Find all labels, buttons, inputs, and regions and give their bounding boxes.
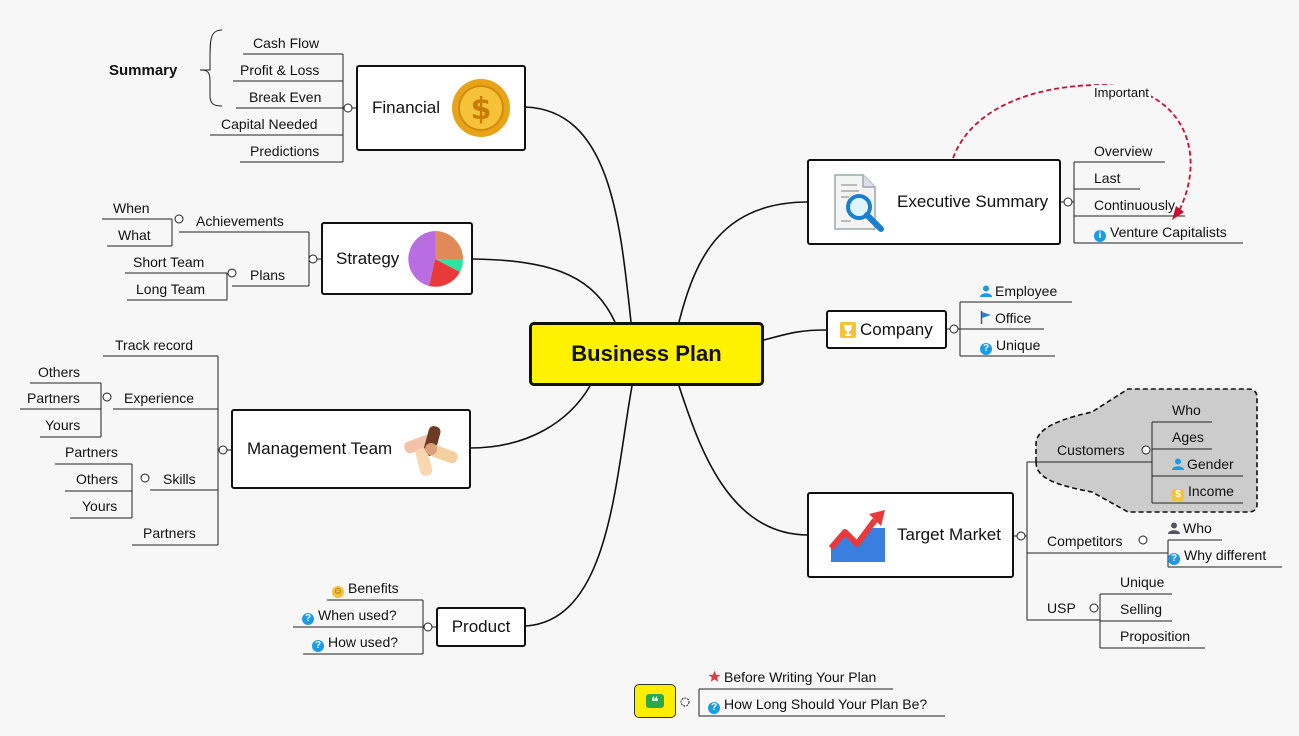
person-icon <box>1168 522 1180 534</box>
hands-together-icon <box>404 426 458 476</box>
question-icon: ? <box>708 702 720 714</box>
topic-strategy-label: Strategy <box>336 248 400 268</box>
management-track-record[interactable]: Track record <box>115 337 194 353</box>
svg-text:❝: ❝ <box>651 695 659 708</box>
strategy-short-team[interactable]: Short Team <box>133 254 205 270</box>
note-how-long[interactable]: ?How Long Should Your Plan Be? <box>708 696 927 714</box>
target-competitors[interactable]: Competitors <box>1047 533 1123 549</box>
topic-executive-summary[interactable]: Executive Summary <box>807 159 1061 245</box>
customers-gender[interactable]: Gender <box>1172 456 1234 472</box>
strategy-plans[interactable]: Plans <box>250 267 286 283</box>
usp-proposition[interactable]: Proposition <box>1120 628 1191 644</box>
smile-icon: ☺ <box>332 586 344 598</box>
customers-income[interactable]: $Income <box>1172 483 1234 501</box>
topic-target-label: Target Market <box>897 525 1001 544</box>
product-how-used[interactable]: ?How used? <box>312 634 398 652</box>
financial-item[interactable]: Profit & Loss <box>240 62 320 78</box>
usp-unique[interactable]: Unique <box>1120 574 1165 590</box>
topic-target-market[interactable]: Target Market <box>807 492 1014 578</box>
question-icon: ? <box>312 640 324 652</box>
note-before-writing[interactable]: Before Writing Your Plan <box>708 669 876 685</box>
company-employee[interactable]: Employee <box>980 283 1057 299</box>
target-customers[interactable]: Customers <box>1057 442 1125 458</box>
question-icon: ? <box>980 343 992 355</box>
document-search-icon <box>834 174 884 232</box>
skills-yours[interactable]: Yours <box>82 498 118 514</box>
root-topic[interactable]: Business Plan <box>529 322 764 386</box>
quote-icon: ❝ <box>646 694 664 708</box>
financial-item[interactable]: Capital Needed <box>221 116 318 132</box>
executive-continuously[interactable]: Continuously <box>1094 197 1175 213</box>
experience-yours[interactable]: Yours <box>45 417 81 433</box>
strategy-achievements[interactable]: Achievements <box>196 213 284 229</box>
skills-partners[interactable]: Partners <box>65 444 118 460</box>
topic-product-label: Product <box>451 617 511 636</box>
person-icon <box>980 285 992 297</box>
pie-chart-icon <box>408 230 464 287</box>
topic-company[interactable]: Company <box>826 310 947 349</box>
skills-others[interactable]: Others <box>76 471 119 487</box>
financial-item[interactable]: Predictions <box>250 143 320 159</box>
product-benefits[interactable]: ☺Benefits <box>332 580 399 598</box>
important-relationship-label[interactable]: Important <box>1092 85 1151 100</box>
experience-partners[interactable]: Partners <box>27 390 80 406</box>
summary-label: Summary <box>109 62 178 79</box>
management-experience[interactable]: Experience <box>124 390 195 406</box>
topic-financial-label: Financial <box>372 98 441 117</box>
question-icon: ? <box>1168 553 1180 565</box>
management-partners[interactable]: Partners <box>143 525 196 541</box>
svg-text:$: $ <box>471 92 492 127</box>
executive-overview[interactable]: Overview <box>1094 143 1153 159</box>
flag-icon <box>980 311 991 324</box>
customers-who[interactable]: Who <box>1172 402 1201 418</box>
experience-others[interactable]: Others <box>38 364 81 380</box>
financial-item[interactable]: Break Even <box>249 89 322 105</box>
usp-selling[interactable]: Selling <box>1120 601 1163 617</box>
info-icon: i <box>1094 230 1106 242</box>
competitors-who[interactable]: Who <box>1168 520 1212 536</box>
question-icon: ? <box>302 613 314 625</box>
product-when-used[interactable]: ?When used? <box>302 607 397 625</box>
competitors-why-different[interactable]: ?Why different <box>1168 547 1266 565</box>
company-office[interactable]: Office <box>980 310 1031 326</box>
executive-last[interactable]: Last <box>1094 170 1121 186</box>
customers-ages[interactable]: Ages <box>1172 429 1204 445</box>
company-unique[interactable]: ?Unique <box>980 337 1040 355</box>
trophy-icon <box>840 321 856 338</box>
topic-financial[interactable]: Financial $ <box>356 65 526 151</box>
person-icon <box>1172 458 1184 470</box>
star-icon <box>708 670 721 682</box>
topic-product[interactable]: Product <box>436 607 526 647</box>
target-usp[interactable]: USP <box>1047 600 1076 616</box>
notes-topic[interactable]: ❝ <box>634 684 676 718</box>
topic-management-label: Management Team <box>247 439 393 458</box>
topic-strategy[interactable]: Strategy <box>321 222 473 295</box>
financial-item[interactable]: Cash Flow <box>253 35 320 51</box>
topic-company-label: Company <box>860 319 933 339</box>
growth-chart-icon <box>829 510 885 562</box>
topic-executive-label: Executive Summary <box>897 192 1049 211</box>
strategy-what[interactable]: What <box>118 227 151 243</box>
topic-management-team[interactable]: Management Team <box>231 409 471 489</box>
dollar-coin-icon: $ <box>452 79 511 137</box>
management-skills[interactable]: Skills <box>163 471 196 487</box>
strategy-when[interactable]: When <box>113 200 150 216</box>
money-icon: $ <box>1172 489 1184 501</box>
strategy-long-team[interactable]: Long Team <box>136 281 206 297</box>
